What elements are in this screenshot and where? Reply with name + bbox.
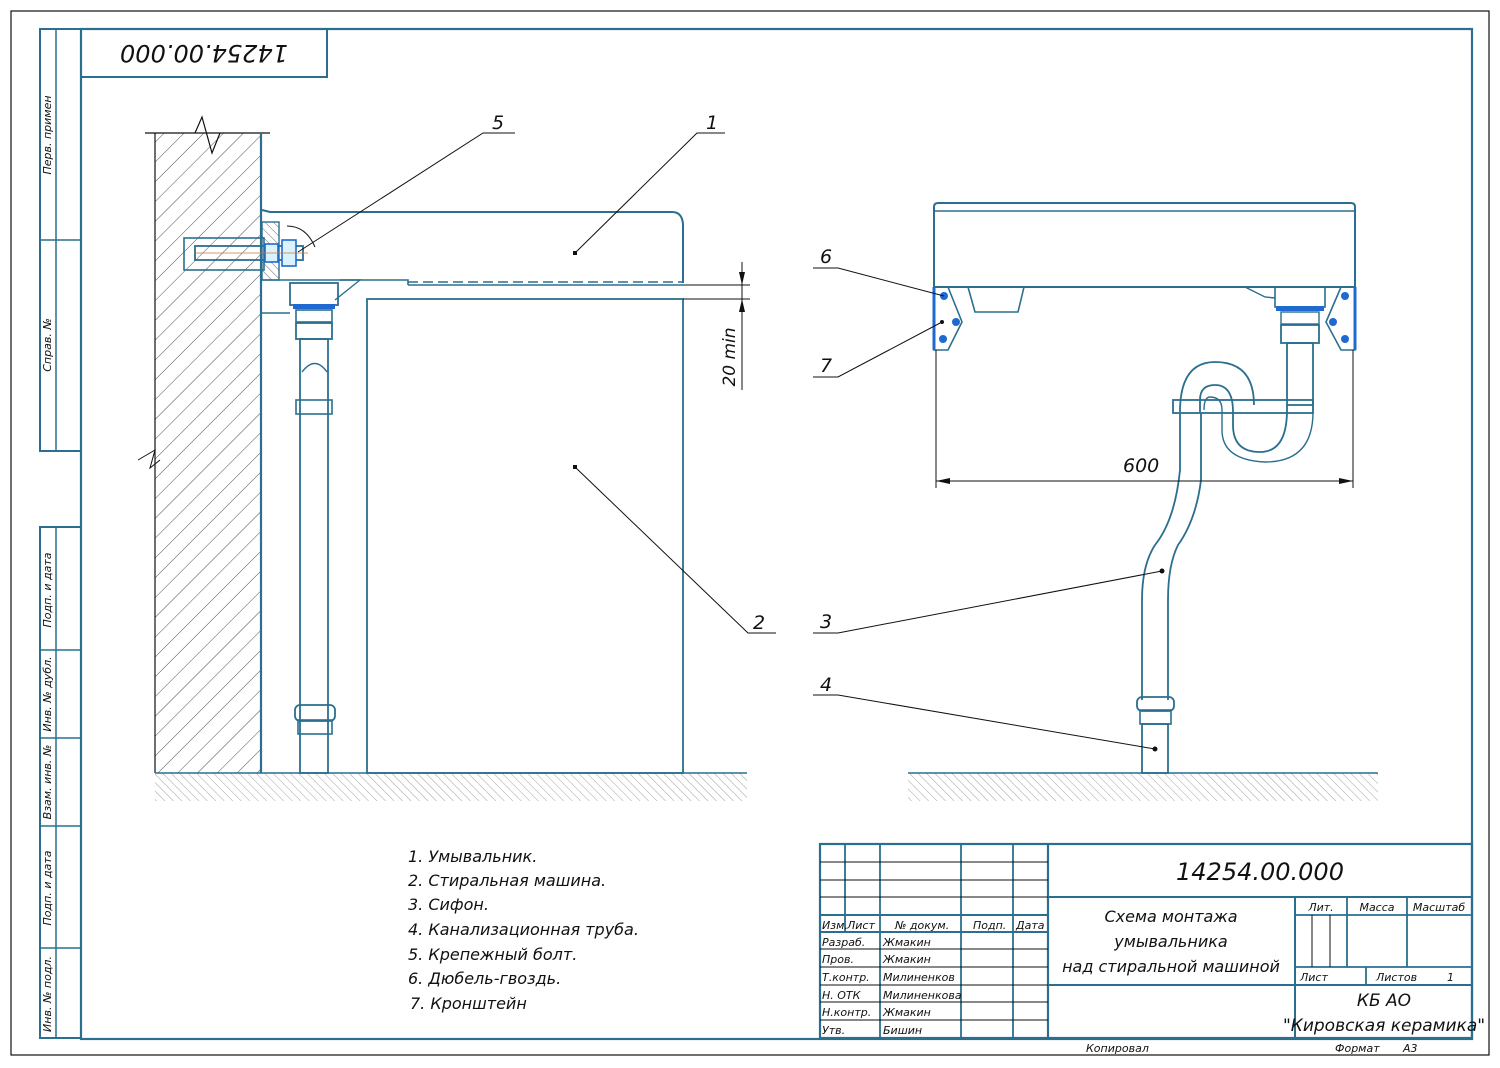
row-role: Н.контр. [822, 1006, 871, 1019]
siphon-side [262, 282, 339, 774]
row-role: Н. ОТК [822, 989, 862, 1002]
strip-label-inv-podl: Инв. № подл. [41, 956, 54, 1032]
gap-dimension-label: 20 min [720, 327, 740, 386]
leader-1: 1 [573, 112, 725, 255]
drawing-title-line-1: Схема монтажа [1104, 907, 1237, 926]
side-view: 20 min 5 1 2 [137, 112, 776, 801]
gap-dimension: 20 min [683, 262, 750, 390]
legend-item: 1. Умывальник. [408, 847, 537, 866]
rotated-number-box: 14254.00.000 [80, 28, 328, 78]
legend-item: 4. Канализационная труба. [408, 920, 639, 939]
row-name: Милиненков [883, 971, 955, 984]
leader-2: 2 [573, 465, 776, 634]
row-name: Жмакин [882, 953, 931, 966]
legend-item: 2. Стиральная машина. [408, 871, 606, 890]
callout-5: 5 [492, 112, 504, 134]
copied-label: Копировал [1086, 1042, 1149, 1055]
anchor-bolt [183, 237, 308, 271]
leader-6: 6 [813, 246, 945, 297]
row-name: Милиненкова [883, 989, 962, 1002]
rotated-drawing-number: 14254.00.000 [120, 39, 288, 67]
row-role: Пров. [822, 953, 854, 966]
row-role: Т.контр. [822, 971, 870, 984]
leader-3: 3 [813, 568, 1165, 634]
legend-item: 7. Кронштейн [410, 994, 527, 1013]
drawing-number: 14254.00.000 [1176, 858, 1344, 886]
callout-4: 4 [820, 674, 832, 696]
floor-section-right [908, 772, 1378, 801]
legend-item: 3. Сифон. [408, 895, 489, 914]
strip-label-perv-primen: Перв. примен [41, 95, 54, 174]
bracket-left [932, 286, 963, 351]
leader-5: 5 [297, 112, 515, 253]
header-list: Лист [846, 919, 875, 932]
lit-label: Лит. [1307, 901, 1333, 914]
row-name: Жмакин [882, 936, 931, 949]
legend-item: 6. Дюбель-гвоздь. [408, 969, 561, 988]
format-label: Формат [1335, 1042, 1380, 1055]
sheets-value: 1 [1447, 971, 1454, 984]
row-name: Жмакин [882, 1006, 931, 1019]
legend-item: 5. Крепежный болт. [408, 945, 577, 964]
callout-7: 7 [820, 355, 832, 377]
sheets-label: Листов [1375, 971, 1417, 984]
organization-line-2: "Кировская керамика" [1283, 1016, 1485, 1036]
row-name: Бишин [883, 1024, 922, 1037]
leader-4: 4 [813, 674, 1158, 752]
callout-2: 2 [753, 612, 765, 634]
drawing-frame [79, 27, 1474, 1041]
header-doc: № докум. [894, 919, 949, 932]
mass-label: Масса [1359, 901, 1394, 914]
strip-label-inv-dubl: Инв. № дубл. [41, 656, 54, 731]
strip-label-podp-data-2: Подп. и дата [41, 850, 54, 925]
row-role: Разраб. [822, 936, 865, 949]
format-value: А3 [1402, 1042, 1418, 1055]
parts-legend: 1. Умывальник. 2. Стиральная машина. 3. … [408, 847, 639, 1013]
sheet-border [10, 10, 1490, 1056]
left-strip: Перв. примен Справ. № Подп. и дата Инв. … [39, 28, 82, 1039]
floor-section-left [155, 772, 747, 801]
row-role: Утв. [822, 1024, 845, 1037]
washing-machine-side [366, 298, 684, 774]
strip-label-vzam-inv: Взам. инв. № [41, 745, 54, 820]
organization-line-1: КБ АО [1357, 991, 1411, 1011]
leader-7: 7 [813, 320, 944, 378]
header-data: Дата [1015, 919, 1045, 932]
washbasin-side [261, 209, 684, 301]
header-podp: Подп. [973, 919, 1006, 932]
header-izm: Изм. [822, 919, 848, 932]
bracket-right [1325, 286, 1357, 351]
scale-label: Масштаб [1413, 901, 1465, 914]
wall-section [137, 115, 270, 773]
siphon-front [1136, 286, 1326, 774]
callout-1: 1 [706, 112, 718, 134]
drawing-title-line-2: умывальника [1113, 932, 1227, 951]
width-dimension-label: 600 [1123, 455, 1159, 477]
drawing-title-line-3: над стиральной машиной [1062, 957, 1280, 976]
washbasin-front [933, 202, 1356, 313]
callout-6: 6 [820, 246, 832, 268]
front-view: 600 6 7 3 4 [813, 202, 1378, 801]
width-dimension: 600 [935, 350, 1354, 488]
sheet-label: Лист [1299, 971, 1328, 984]
callout-3: 3 [820, 611, 832, 633]
strip-label-sprav-no: Справ. № [41, 318, 54, 372]
title-block: Изм. Лист № докум. Подп. Дата Разраб. Жм… [818, 842, 1485, 1040]
strip-label-podp-data-1: Подп. и дата [41, 552, 54, 627]
